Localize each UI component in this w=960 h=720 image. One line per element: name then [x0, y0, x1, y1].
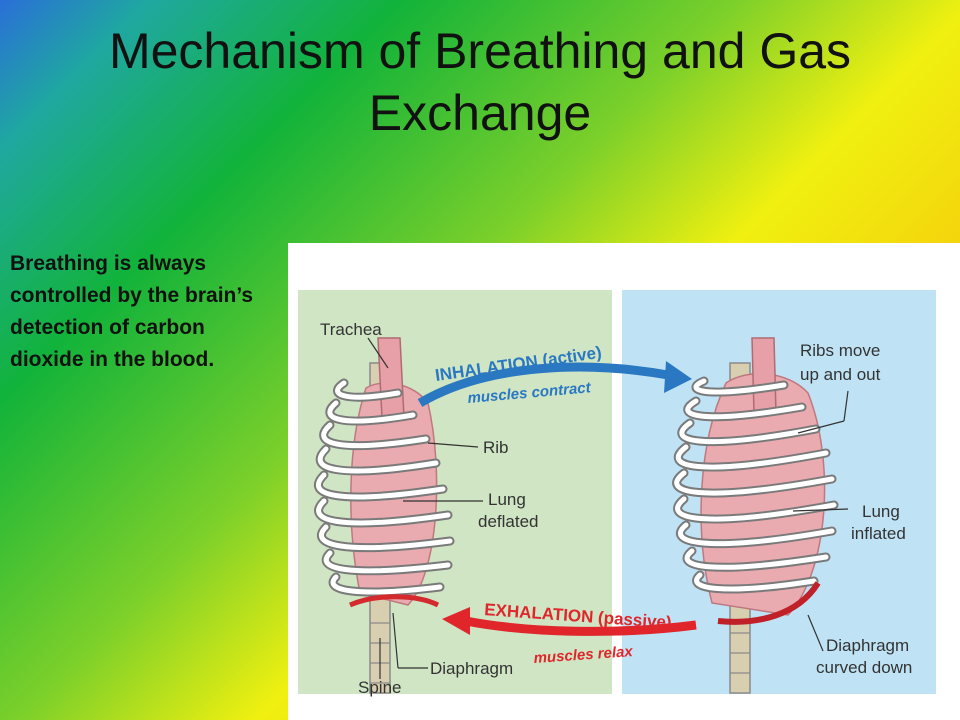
- label-diaphragm-curved-2: curved down: [816, 658, 912, 677]
- exhalation-arrow-head: [442, 607, 470, 635]
- label-diaphragm: Diaphragm: [430, 659, 513, 678]
- label-rib: Rib: [483, 438, 509, 457]
- breathing-diagram: Trachea Rib Lung deflated Diaphragm Spin…: [288, 243, 960, 720]
- slide-body-text: Breathing is always controlled by the br…: [10, 252, 254, 371]
- inhalation-arrow-shaft: [417, 362, 669, 407]
- breathing-diagram-svg: Trachea Rib Lung deflated Diaphragm Spin…: [298, 290, 936, 697]
- right-trachea: [751, 337, 777, 414]
- label-lung-deflated-2: deflated: [478, 512, 539, 531]
- left-diaphragm: [349, 594, 440, 608]
- label-lung-inflated-1: Lung: [862, 502, 900, 521]
- label-lung-inflated-2: inflated: [851, 524, 906, 543]
- label-spine: Spine: [358, 678, 401, 697]
- exhalation-sublabel: muscles relax: [533, 643, 634, 667]
- left-ribcage: [314, 337, 455, 694]
- label-ribs-move-1: Ribs move: [800, 341, 880, 360]
- exhalation-arrow-shaft: [465, 616, 697, 636]
- slide-title: Mechanism of Breathing and Gas Exchange: [108, 23, 852, 141]
- label-lung-deflated-1: Lung: [488, 490, 526, 509]
- right-diaphragm: [717, 581, 821, 625]
- label-diaphragm-curved-1: Diaphragm: [826, 636, 909, 655]
- label-trachea: Trachea: [320, 320, 382, 339]
- label-ribs-move-2: up and out: [800, 365, 881, 384]
- left-trachea: [377, 337, 405, 419]
- inhalation-arrow-head: [664, 361, 692, 393]
- right-ribcage: [672, 337, 839, 694]
